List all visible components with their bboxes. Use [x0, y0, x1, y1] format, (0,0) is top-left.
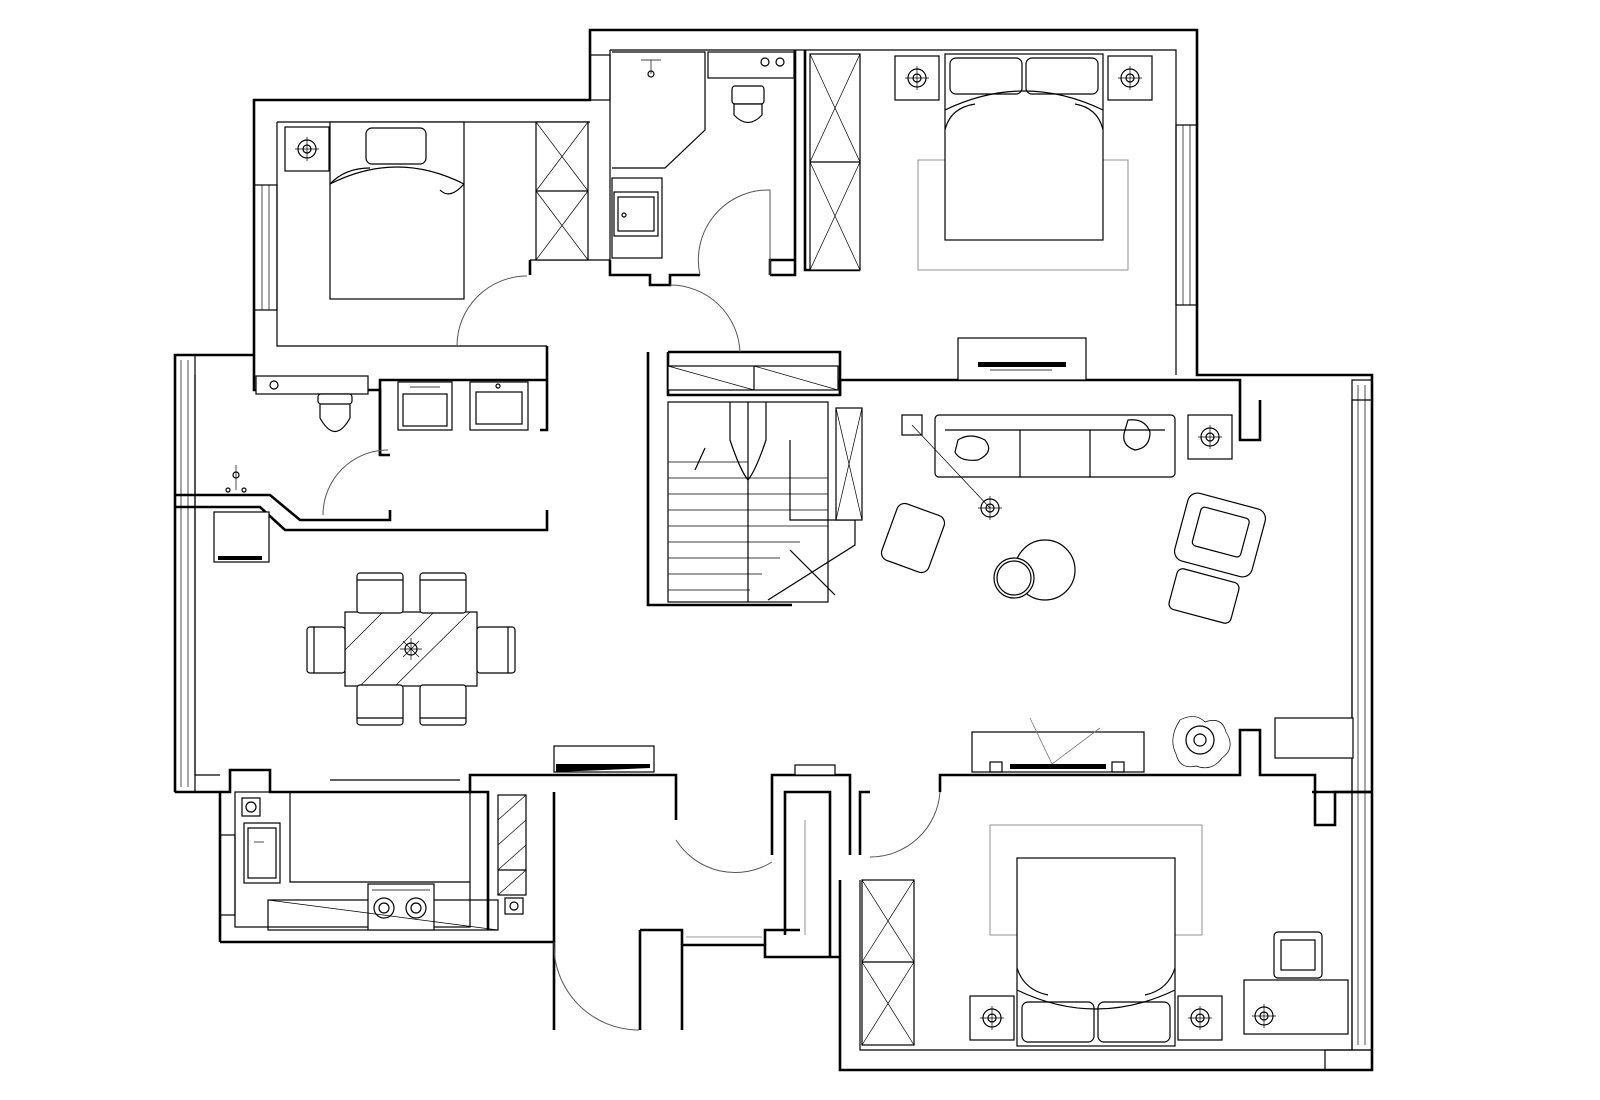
cooktop: [367, 883, 435, 931]
dining-set: [306, 572, 516, 726]
chair: [419, 684, 467, 726]
living-room: [880, 414, 1354, 773]
chair: [419, 572, 467, 614]
tv-cabinet: [971, 717, 1145, 773]
bedroom-master: [809, 53, 1153, 381]
plant-icon: [1172, 716, 1231, 769]
toilet: [317, 393, 353, 433]
fridge-icon: [241, 797, 261, 817]
double-bed: [329, 121, 465, 300]
storage-cabinet: [835, 407, 863, 521]
bedroom-bottom: [861, 824, 1349, 1047]
washing-machine: [397, 381, 453, 431]
shoe-cabinet: [553, 745, 655, 773]
cabinet: [213, 511, 270, 563]
desk: [1243, 979, 1349, 1035]
floor-lamp: [901, 414, 1002, 520]
double-bed: [944, 53, 1104, 241]
ottoman: [880, 502, 946, 574]
wardrobe: [535, 121, 589, 261]
desk: [1274, 717, 1354, 759]
pantry: [497, 794, 527, 896]
kitchen: [234, 745, 655, 931]
ottoman: [1168, 568, 1240, 624]
shelf: [667, 365, 839, 391]
sink: [243, 822, 281, 884]
entry-shelf: [794, 764, 836, 776]
armchair: [1173, 492, 1267, 578]
sink: [469, 381, 529, 431]
chair: [306, 626, 346, 674]
sink: [613, 191, 659, 237]
tv-cabinet: [957, 337, 1087, 381]
nightstand: [894, 55, 940, 101]
nightstand: [1107, 55, 1153, 101]
shower-icon: [641, 59, 661, 78]
laundry-wc: [213, 375, 529, 563]
doors: [322, 189, 941, 1031]
faucet-icon: [225, 465, 247, 493]
toilet: [707, 51, 795, 124]
chair: [476, 626, 516, 674]
wardrobe: [861, 879, 915, 1046]
chair: [1273, 931, 1323, 979]
nightstand: [284, 126, 330, 172]
side-table: [1187, 414, 1233, 460]
coffee-table: [993, 539, 1076, 601]
chair: [356, 684, 404, 726]
chair: [356, 572, 404, 614]
staircase: [667, 365, 863, 603]
double-bed: [1016, 857, 1176, 1047]
bedroom-left: [284, 121, 589, 300]
bathroom-top: [611, 51, 795, 259]
nightstand: [1177, 995, 1223, 1041]
wardrobe: [809, 53, 861, 271]
windows: [174, 54, 1373, 1071]
centerpiece-icon: [400, 638, 422, 660]
nightstand: [969, 995, 1015, 1041]
sofa: [934, 414, 1176, 478]
